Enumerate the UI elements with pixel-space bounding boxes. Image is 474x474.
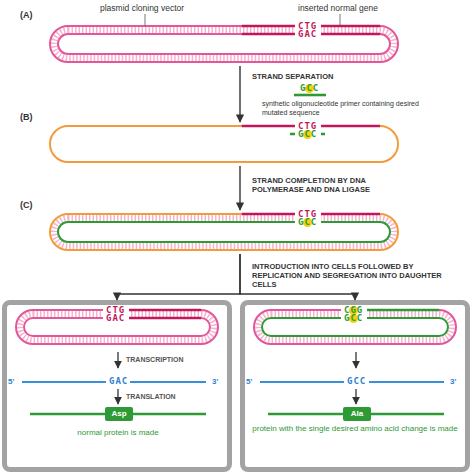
strand-end: 3' (450, 377, 456, 387)
daughter-cell-panel: TRANSCRIPTION 5' GAC 3' TRANSLATION normal pr… (2, 300, 232, 472)
part-label: inserted normal gene (298, 3, 378, 13)
transcription-arrow (117, 352, 118, 368)
leader-line (340, 14, 341, 26)
amino-acid-name: Asp (105, 407, 133, 421)
amino-acid-box: Ala (343, 407, 371, 421)
sequence-text: GCC (344, 314, 363, 323)
flow-arrow (240, 254, 355, 300)
part-label: plasmid cloning vector (100, 3, 184, 13)
step-label: STRAND SEPARATION (252, 72, 333, 81)
protein-chain (30, 413, 105, 416)
sequence-text: GAC (298, 30, 317, 39)
step-label: TRANSLATION (126, 392, 176, 401)
mrna-strand (130, 381, 206, 383)
primer-strand (294, 94, 326, 97)
step-label: STRAND COMPLETION BY DNA POLYMERASE AND … (252, 176, 402, 194)
flow-arrow (117, 254, 240, 300)
strand-end: 5' (8, 377, 14, 387)
plasmid-node: CTGGAC (12, 306, 222, 348)
panel-letter: (A) (20, 10, 33, 20)
plasmid-node: CTGGAC (46, 22, 402, 66)
sequence-text: GCC (347, 377, 366, 386)
protein-chain (371, 413, 444, 416)
plasmid-node: CTGGCC (46, 122, 402, 166)
plasmid-ring (46, 122, 402, 166)
note-text: normal protein is made (30, 428, 206, 438)
flow-arrow (239, 66, 240, 122)
translation-arrow (117, 389, 118, 404)
plasmid-ring (46, 22, 402, 66)
plasmid-ring (46, 210, 402, 254)
sequence-text: GCC (298, 218, 317, 227)
flow-arrow (239, 166, 240, 210)
mrna-strand (369, 381, 444, 383)
panel-letter: (B) (20, 112, 33, 122)
plasmid-node: CTGGCC (46, 210, 402, 254)
daughter-cell-panel: 5' GCC 3' protein with the single desired a… (240, 300, 470, 472)
note-text: protein with the single desired amino ac… (250, 424, 460, 434)
plasmid-node: CGGGCC (250, 306, 460, 348)
sequence-text: GCC (298, 130, 317, 139)
sequence-text: GAC (106, 314, 125, 323)
leader-line (145, 14, 146, 26)
strand-end: 5' (246, 377, 252, 387)
step-label: INTRODUCTION INTO CELLS FOLLOWED BY REPL… (252, 262, 452, 289)
protein-chain (268, 413, 343, 416)
part-label: synthetic oligonucleotide primer contain… (262, 99, 437, 117)
transcription-arrow (355, 352, 356, 368)
translation-arrow (355, 389, 356, 404)
mrna-strand (260, 381, 344, 383)
strand-end: 3' (212, 377, 218, 387)
amino-acid-name: Ala (343, 407, 371, 421)
amino-acid-box: Asp (105, 407, 133, 421)
panel-letter: (C) (20, 200, 33, 210)
mrna-strand (22, 381, 106, 383)
sequence-text: GAC (109, 377, 128, 386)
primer-sequence: GCC (300, 84, 319, 93)
step-label: TRANSCRIPTION (126, 355, 184, 364)
protein-chain (133, 413, 206, 416)
